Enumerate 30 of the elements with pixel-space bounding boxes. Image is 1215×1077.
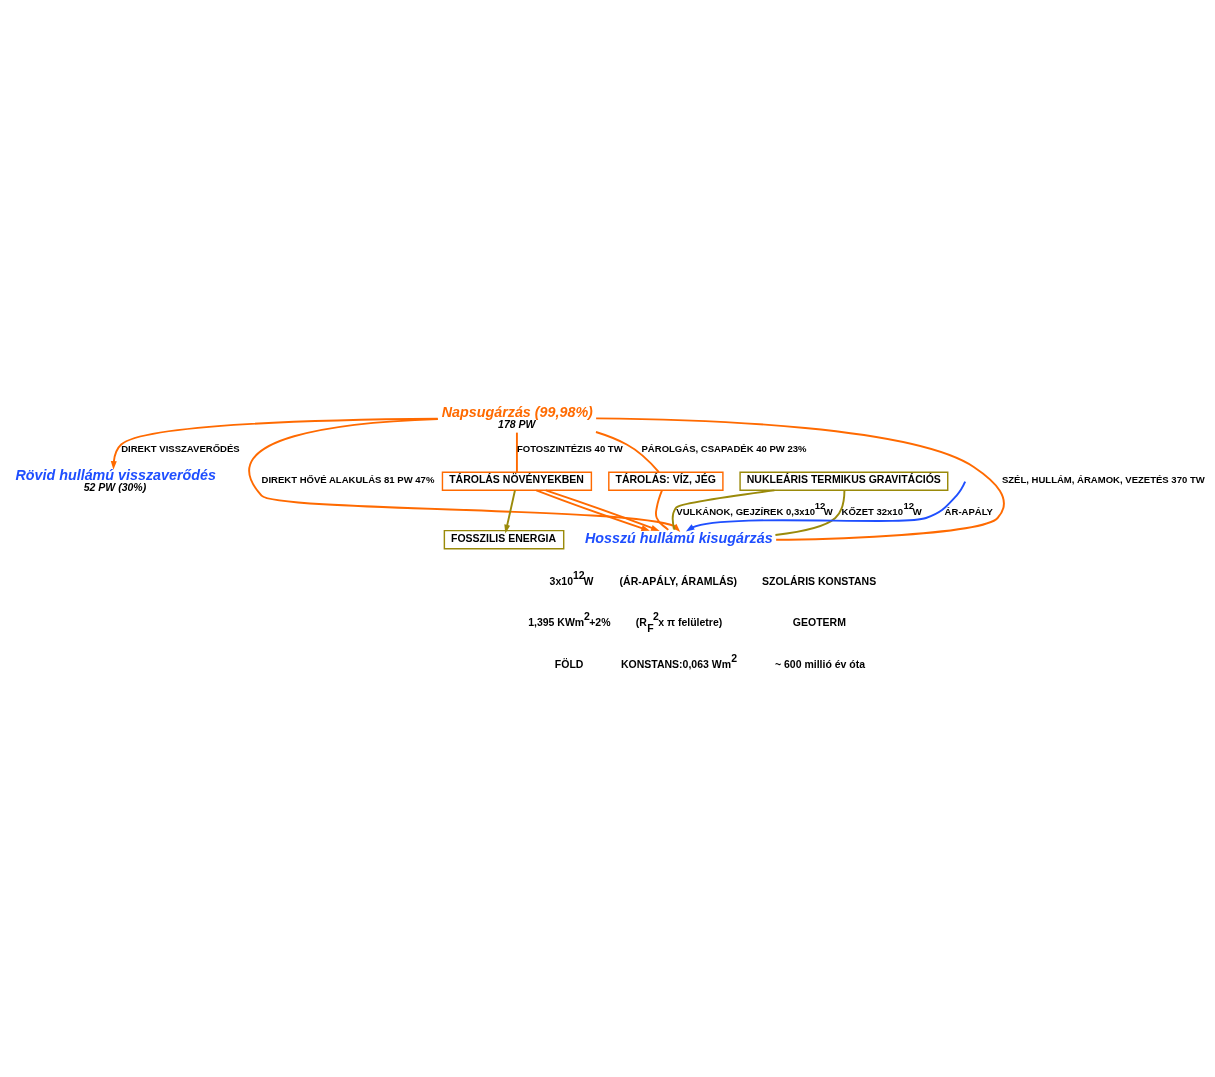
edge-label: DIREKT HŐVÉ ALAKULÁS 81 PW 47%: [261, 473, 435, 485]
arrow: [544, 488, 660, 531]
node-text: Rövid hullámú visszaverődés: [15, 466, 216, 483]
connector: [515, 431, 518, 473]
connector: [774, 488, 846, 536]
label: (ÁR-APÁLY, ÁRAMLÁS): [619, 574, 738, 587]
node-box: TÁROLÁS: VÍZ, JÉG: [608, 470, 724, 491]
node-box: FOSSZILIS ENERGIA: [443, 529, 565, 549]
connector: [671, 488, 776, 531]
edge-label: PÁROLGÁS, CSAPADÉK 40 PW 23%: [641, 442, 807, 454]
arrow: [248, 417, 681, 532]
arrow: [535, 488, 650, 531]
node-text: Napsugárzás (99,98%): [441, 403, 593, 420]
label: ~ 600 millió év óta: [774, 657, 866, 670]
label: GEOTERM: [792, 615, 846, 628]
node-label: 178 PW: [498, 417, 536, 430]
node-text: Hosszú hullámú kisugárzás: [584, 529, 773, 546]
connector: [595, 416, 1005, 541]
edge-label: DIREKT VISSZAVERŐDÉS: [121, 442, 240, 454]
node-box: NUKLEÁRIS TERMIKUS GRAVITÁCIÓS: [739, 470, 949, 491]
node-label: 52 PW (30%): [83, 480, 147, 493]
connector: [595, 430, 660, 473]
connector: [654, 488, 670, 531]
edge-label: SZÉL, HULLÁM, ÁRAMOK, VEZETÉS 370 TW: [1001, 473, 1205, 485]
edge-label: ÁR-APÁLY: [944, 505, 993, 517]
label: SZOLÁRIS KONSTANS: [762, 574, 877, 587]
label: FÖLD: [554, 657, 584, 670]
arrow: [504, 488, 516, 533]
node-box: TÁROLÁS NÖVÉNYEKBEN: [441, 470, 593, 491]
arrow: [685, 480, 967, 531]
